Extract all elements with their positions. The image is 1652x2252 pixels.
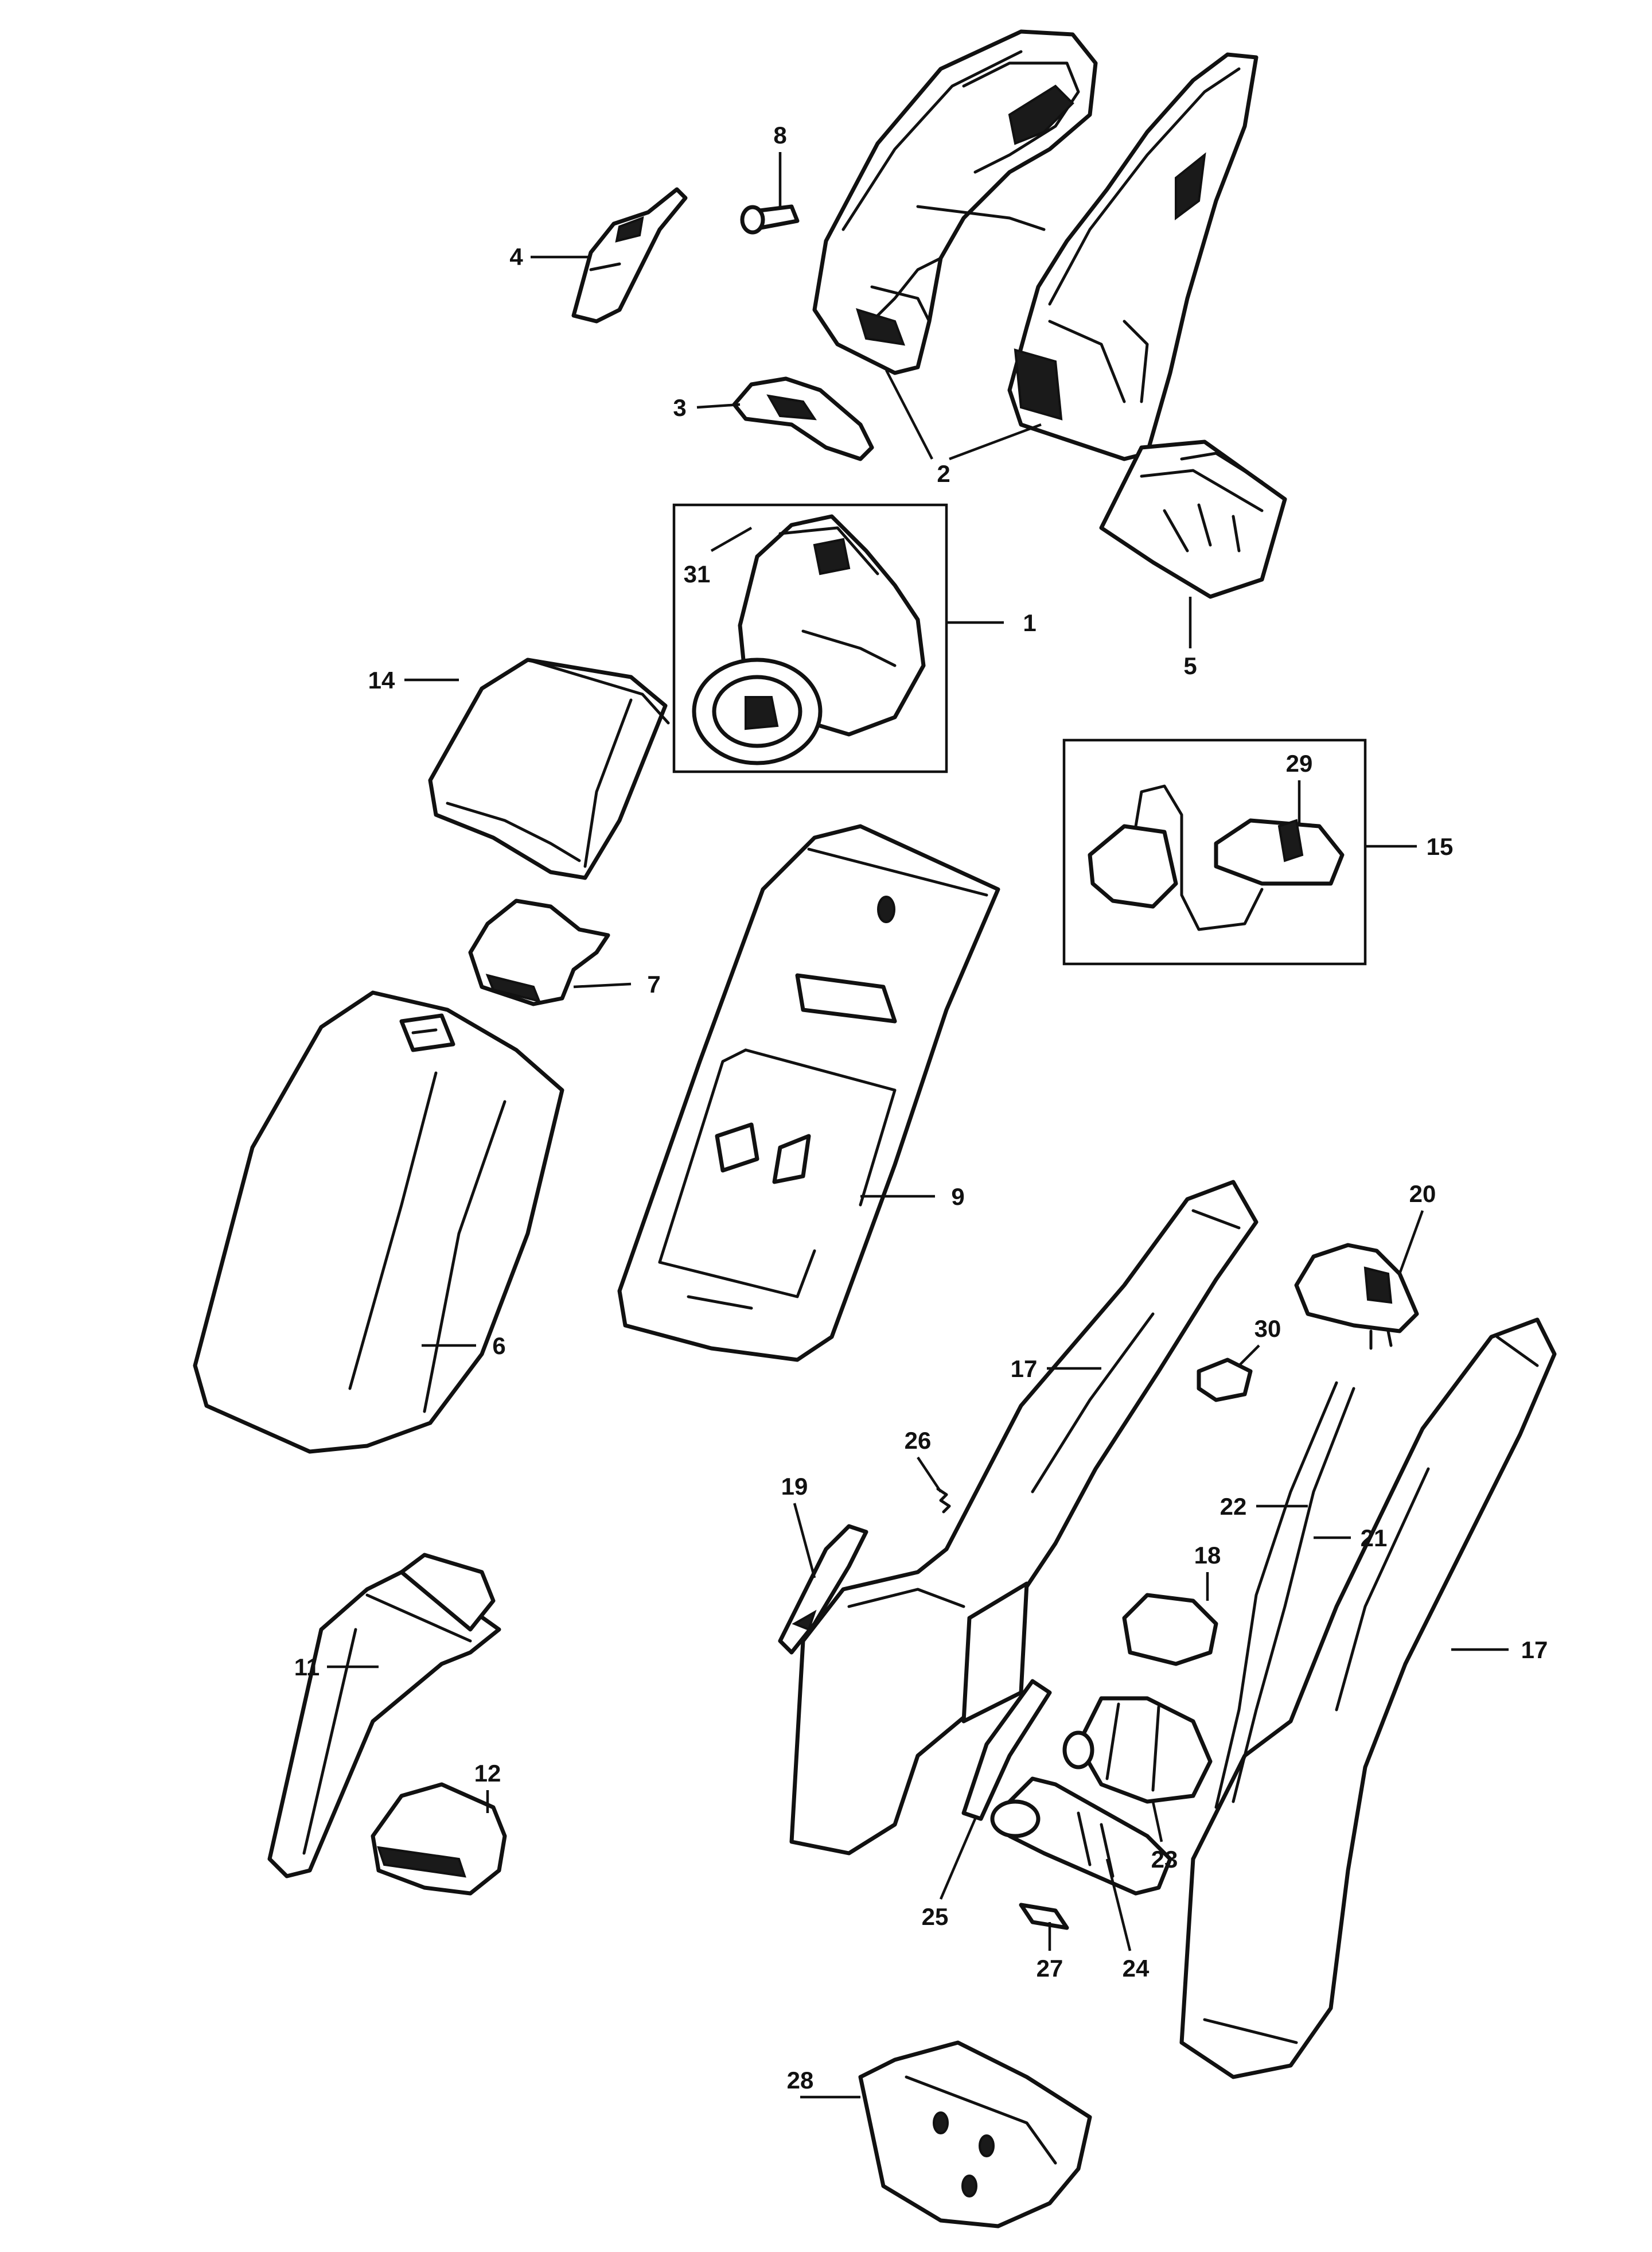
- callout-labels: 1 2 3 4 5 6 7 8 9 11 12 14 15 17 17 18 1…: [294, 122, 1548, 2094]
- callout-c14: 14: [368, 667, 395, 694]
- part-battery-clip: [1099, 439, 1287, 599]
- part-filter-retainer: [468, 899, 610, 1006]
- part-main-body: [617, 824, 1000, 1362]
- part-brush-tool: [371, 1782, 507, 1896]
- part-filter: [428, 658, 670, 880]
- callout-c18: 18: [1194, 1542, 1221, 1569]
- part-switch: [571, 187, 688, 324]
- callout-c29: 29: [1286, 750, 1313, 777]
- callout-c17b: 17: [1521, 1636, 1548, 1663]
- part-drive-belt: [961, 1679, 1052, 1821]
- callout-c27: 27: [1037, 1955, 1063, 1982]
- frame-motor-assembly: [672, 503, 948, 773]
- callout-c15: 15: [1427, 833, 1454, 860]
- callout-c12: 12: [474, 1760, 501, 1787]
- callout-c17a: 17: [1011, 1355, 1038, 1382]
- callout-c20: 20: [1409, 1180, 1436, 1207]
- callout-c9: 9: [951, 1183, 964, 1210]
- leader-c19: [793, 1503, 816, 1578]
- callout-c5: 5: [1183, 652, 1197, 679]
- part-housing-left: [812, 29, 1098, 375]
- part-dust-bowl: [193, 990, 564, 1454]
- callout-c25: 25: [922, 1903, 949, 1930]
- frame-charger-assembly: [1062, 738, 1367, 966]
- part-nozzle-half-left: [789, 1180, 1259, 1856]
- part-wall-mount: [858, 2040, 1092, 2228]
- callout-c31: 31: [684, 561, 711, 588]
- part-lever: [778, 1524, 868, 1655]
- part-screw: [740, 204, 800, 235]
- callout-c24: 24: [1123, 1955, 1150, 1982]
- part-nozzle-half-right: [1179, 1317, 1557, 2079]
- part-drive-motor: [1062, 1696, 1213, 1804]
- part-charger: [1088, 784, 1345, 931]
- leader-c26: [917, 1456, 942, 1493]
- callout-c4: 4: [509, 243, 523, 270]
- leader-c31: [710, 527, 753, 552]
- callout-c28: 28: [787, 2067, 814, 2094]
- leader-c20: [1398, 1210, 1424, 1274]
- leader-c2-b: [949, 423, 1042, 461]
- callout-c19: 19: [781, 1473, 808, 1500]
- callout-c21: 21: [1361, 1524, 1388, 1551]
- part-switch-block: [1294, 1243, 1419, 1350]
- part-latch: [732, 376, 874, 461]
- part-wire-21: [1232, 1387, 1355, 1803]
- leader-c24: [1105, 1858, 1132, 1951]
- leader-c25: [939, 1818, 977, 1900]
- callout-c22: 22: [1220, 1493, 1247, 1520]
- callout-c1: 1: [1023, 609, 1036, 636]
- callout-c23: 23: [1151, 1846, 1178, 1873]
- callout-c7: 7: [647, 971, 660, 998]
- callout-c3: 3: [673, 394, 686, 421]
- part-contact: [1197, 1358, 1253, 1402]
- leader-c30: [1238, 1344, 1260, 1367]
- callout-c26: 26: [905, 1427, 932, 1454]
- callout-c30: 30: [1254, 1315, 1281, 1342]
- leader-lines: [327, 152, 1509, 2099]
- leader-c3: [696, 403, 741, 409]
- part-brush-roll: [990, 1776, 1172, 1896]
- callout-c11: 11: [294, 1654, 320, 1681]
- leader-c7: [573, 982, 632, 989]
- part-cover: [1122, 1593, 1218, 1666]
- part-crevice-tool: [267, 1553, 501, 1878]
- leader-c2-a: [885, 369, 933, 460]
- callout-c2: 2: [937, 460, 950, 487]
- part-wire-22: [1214, 1381, 1338, 1809]
- callout-c6: 6: [492, 1332, 505, 1359]
- part-motor: [692, 514, 926, 765]
- part-pin: [1019, 1903, 1069, 1930]
- part-spring: [936, 1487, 951, 1514]
- leader-c23: [1151, 1801, 1163, 1842]
- part-housing-right: [1007, 52, 1259, 461]
- callout-c8: 8: [773, 122, 786, 149]
